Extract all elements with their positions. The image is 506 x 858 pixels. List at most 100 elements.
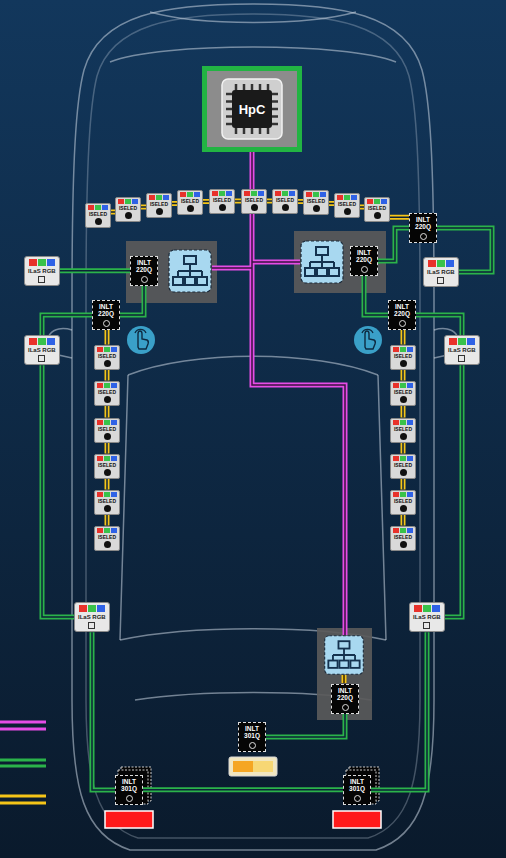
led-square	[313, 192, 319, 197]
node-label: ISELED	[98, 389, 116, 395]
led-module: ISELED	[115, 197, 141, 222]
led-module: ISELED	[146, 193, 172, 218]
led-chip	[104, 505, 111, 512]
led-square	[428, 260, 436, 267]
led-square	[320, 192, 326, 197]
chip-logo	[361, 266, 368, 273]
led-square	[446, 260, 454, 267]
led-square	[104, 528, 110, 533]
rgb-leds	[97, 456, 117, 461]
module-icon	[437, 277, 444, 284]
rgb-leds	[393, 347, 413, 352]
rgb-leds	[393, 383, 413, 388]
led-chip	[104, 469, 111, 476]
led-square	[467, 338, 475, 345]
led-chip	[400, 360, 407, 367]
module-icon	[423, 622, 430, 629]
rgb-leds	[367, 199, 387, 204]
node-label: ISELED	[181, 198, 199, 204]
led-square	[414, 605, 422, 612]
rgb-leds	[212, 191, 232, 196]
led-square	[344, 195, 350, 200]
car-outline	[48, 4, 458, 850]
rgb-led-module: ILaS RGB	[444, 335, 480, 365]
led-module: ISELED	[94, 490, 120, 515]
connector-core	[402, 370, 404, 381]
bus-connector	[143, 787, 343, 792]
led-chip	[400, 505, 407, 512]
node-label: ISELED	[394, 498, 412, 504]
led-module: ISELED	[390, 490, 416, 515]
led-module: ISELED	[94, 381, 120, 406]
bus-connector	[401, 406, 406, 418]
led-square	[244, 191, 250, 196]
bus-connector	[401, 443, 406, 454]
node-label: INLT 301Q	[119, 779, 139, 793]
led-module: ISELED	[390, 345, 416, 370]
chip-logo	[126, 795, 133, 802]
led-square	[38, 338, 46, 345]
controller-chip: INLT 301Q	[238, 722, 266, 752]
node-label: ISELED	[307, 198, 325, 204]
node-label: ISELED	[98, 534, 116, 540]
led-square	[400, 383, 406, 388]
node-label: ISELED	[89, 211, 107, 217]
led-module: ISELED	[94, 418, 120, 443]
led-square	[111, 420, 117, 425]
led-module: ISELED	[241, 189, 267, 214]
rgb-led-module: ILaS RGB	[409, 602, 445, 632]
led-square	[132, 199, 138, 204]
bus-connector	[371, 632, 427, 790]
led-square	[104, 492, 110, 497]
led-square	[393, 420, 399, 425]
led-square	[125, 199, 131, 204]
led-square	[194, 192, 200, 197]
node-label: ILaS RGB	[427, 269, 455, 276]
bus-connector	[120, 286, 144, 315]
module-icon	[38, 355, 45, 362]
led-chip	[219, 204, 226, 211]
bus-connector	[60, 268, 130, 273]
led-square	[374, 199, 380, 204]
rgb-leds	[97, 383, 117, 388]
led-square	[407, 456, 413, 461]
led-square	[423, 605, 431, 612]
connector-core	[378, 228, 409, 261]
node-label: INLT 220Q	[413, 217, 433, 231]
node-label: INLT 220Q	[392, 304, 412, 318]
led-square	[367, 199, 373, 204]
led-module: ISELED	[364, 197, 390, 222]
led-square	[95, 205, 101, 210]
led-chip	[400, 469, 407, 476]
node-label: ILaS RGB	[78, 614, 106, 621]
led-module: ISELED	[272, 189, 298, 214]
led-square	[400, 528, 406, 533]
controller-chip: INLT 220Q	[409, 213, 437, 243]
led-square	[118, 199, 124, 204]
rgb-leds	[393, 528, 413, 533]
touch-icons	[127, 326, 382, 354]
led-module: ISELED	[94, 345, 120, 370]
rgb-leds	[393, 456, 413, 461]
led-chip	[313, 205, 320, 212]
node-label: ILaS RGB	[448, 347, 476, 354]
connector-core	[402, 479, 404, 490]
led-square	[407, 420, 413, 425]
led-square	[226, 191, 232, 196]
node-label: INLT 220Q	[134, 260, 154, 274]
led-module: ISELED	[390, 381, 416, 406]
led-chip	[104, 541, 111, 548]
node-label: INLT 220Q	[335, 688, 355, 702]
led-square	[400, 420, 406, 425]
chip-logo	[141, 276, 148, 283]
led-square	[29, 259, 37, 266]
led-square	[111, 492, 117, 497]
rgb-leds	[118, 199, 138, 204]
connector-core	[60, 270, 130, 272]
connector-core	[437, 228, 492, 272]
node-label: ILaS RGB	[413, 614, 441, 621]
bus-connector	[416, 315, 462, 335]
bus-connector	[92, 632, 115, 790]
node-label: ISELED	[119, 205, 137, 211]
connector-core	[402, 443, 404, 454]
